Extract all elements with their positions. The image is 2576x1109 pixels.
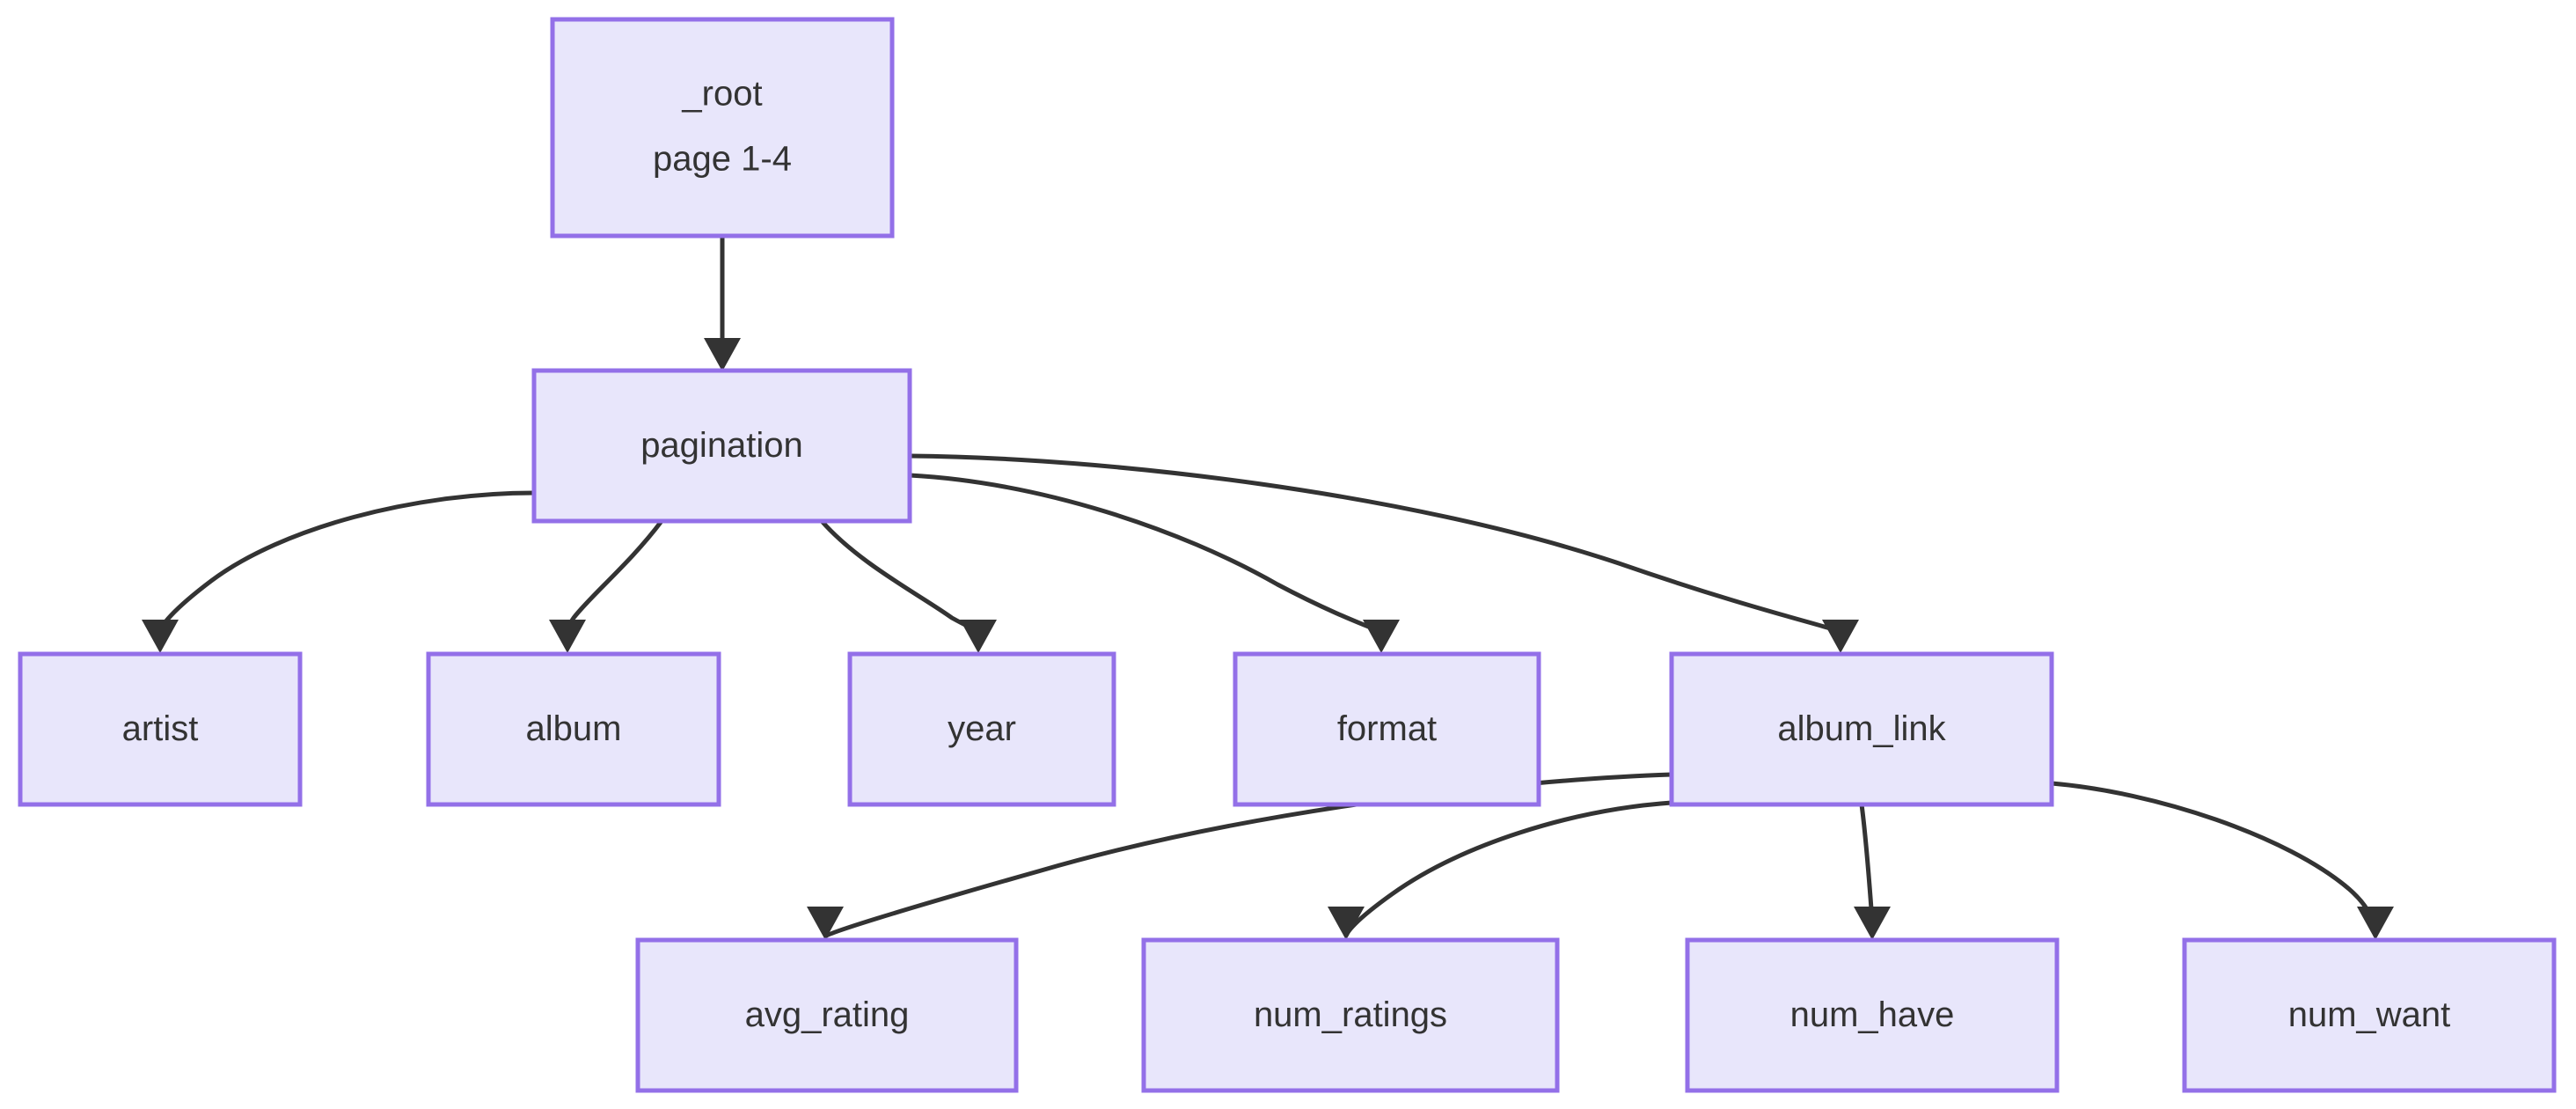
edge-line (1859, 804, 1875, 922)
edge-line (909, 453, 1842, 635)
node-label: num_have (1790, 995, 1955, 1034)
node-box[interactable] (1233, 651, 1541, 807)
node-box[interactable] (2182, 937, 2557, 1093)
node-num_have[interactable]: num_have (1685, 937, 2060, 1093)
edge-line (1343, 800, 1672, 937)
node-label: num_ratings (1254, 995, 1447, 1034)
node-box[interactable] (426, 651, 721, 807)
node-box[interactable] (1685, 937, 2060, 1093)
node-box[interactable] (550, 17, 895, 239)
node-label: pagination (640, 426, 803, 465)
node-label: format (1337, 709, 1437, 748)
node-label: year (948, 709, 1016, 748)
node-artist[interactable]: artist (18, 651, 303, 807)
edge-line (157, 490, 535, 633)
node-label: album (526, 709, 622, 748)
edge-album_link-to-num_have (1854, 804, 1891, 940)
node-box[interactable] (1141, 937, 1560, 1093)
node-box[interactable] (1669, 651, 2054, 807)
edge-line (565, 519, 663, 633)
node-box[interactable] (531, 368, 912, 524)
arrowhead-icon (1854, 907, 1891, 940)
arrowhead-icon (142, 620, 179, 653)
node-label-line2: page 1-4 (653, 140, 792, 179)
node-label: num_want (2288, 995, 2451, 1034)
edge-album_link-to-num_ratings (1328, 800, 1672, 940)
arrowhead-icon (1822, 620, 1859, 653)
arrowhead-icon (807, 907, 844, 940)
arrowhead-icon (549, 620, 586, 653)
edge-line (2051, 781, 2378, 937)
arrowhead-icon (960, 620, 997, 653)
arrowhead-icon (1363, 620, 1400, 653)
edge-pagination-to-album_link (909, 453, 1859, 653)
node-label: artist (122, 709, 199, 748)
node-format[interactable]: format (1233, 651, 1541, 807)
edge-pagination-to-artist (142, 490, 535, 653)
arrowhead-icon (2357, 907, 2394, 940)
edge-album_link-to-num_want (2051, 781, 2394, 940)
arrowhead-icon (1328, 907, 1365, 940)
edge-pagination-to-album (549, 519, 663, 653)
node-album[interactable]: album (426, 651, 721, 807)
node-num_want[interactable]: num_want (2182, 937, 2557, 1093)
node-box[interactable] (18, 651, 303, 807)
node-num_ratings[interactable]: num_ratings (1141, 937, 1560, 1093)
edge-pagination-to-format (909, 473, 1400, 653)
edges-layer (142, 236, 2394, 940)
edge-pagination-to-year (820, 519, 997, 653)
node-pagination[interactable]: pagination (531, 368, 912, 524)
node-album_link[interactable]: album_link (1669, 651, 2054, 807)
node-label: album_link (1777, 709, 1946, 748)
edge-root-to-pagination (704, 236, 741, 371)
node-label: avg_rating (745, 995, 910, 1034)
node-label-line1: _root (681, 75, 762, 114)
node-box[interactable] (635, 937, 1019, 1093)
edge-line (820, 519, 980, 634)
node-box[interactable] (847, 651, 1116, 807)
arrowhead-icon (704, 338, 741, 371)
node-year[interactable]: year (847, 651, 1116, 807)
edge-line (909, 473, 1383, 635)
node-avg_rating[interactable]: avg_rating (635, 937, 1019, 1093)
